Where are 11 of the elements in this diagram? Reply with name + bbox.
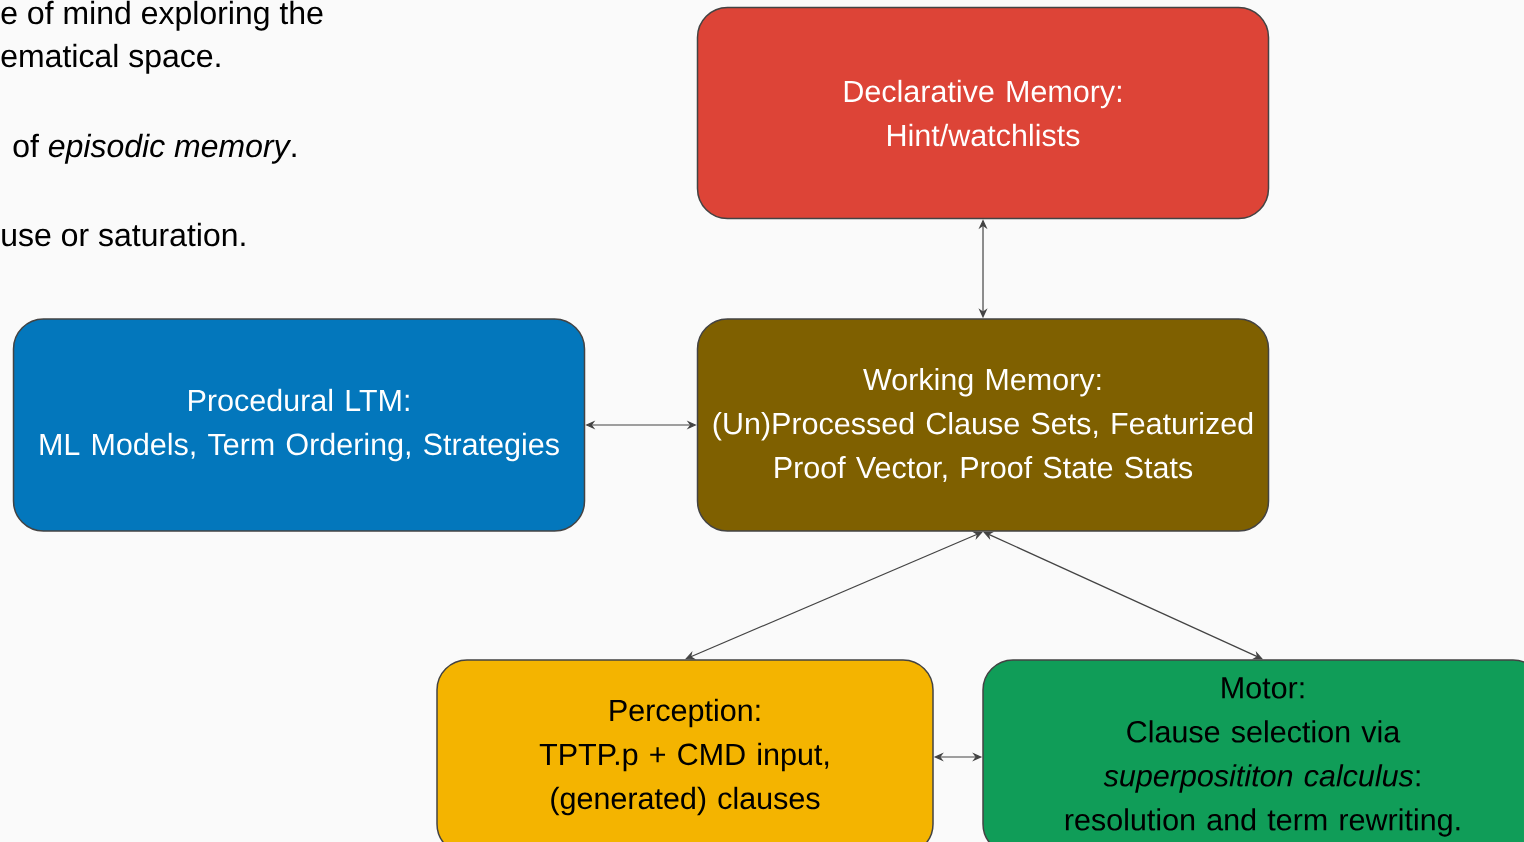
- bullet-text: of episodic memory.: [13, 133, 296, 164]
- bullet-text: ematical space.: [1, 43, 220, 74]
- bullet-text: use or saturation.: [2, 222, 245, 247]
- rounded-box: Procedural LTM: ML Models, Term Ordering, Strategies: [12, 318, 586, 532]
- rounded-box: Declarative Memory: Hint/watchlists: [696, 6, 1270, 220]
- rounded-box: Motor: Clause selection via superposititon calculus: resolution and term rewriting.: [982, 659, 1524, 842]
- arrow: [685, 531, 983, 660]
- bullet-text: e of mind exploring the: [1, 0, 323, 31]
- rounded-box: Working Memory: (Un)Processed Clause Sets, Featurized Proof Vector, Proof State Stats: [696, 318, 1270, 532]
- arrow: [983, 531, 1263, 660]
- rounded-box: Perception: TPTP.p + CMD input, (generated) clauses: [436, 659, 934, 842]
